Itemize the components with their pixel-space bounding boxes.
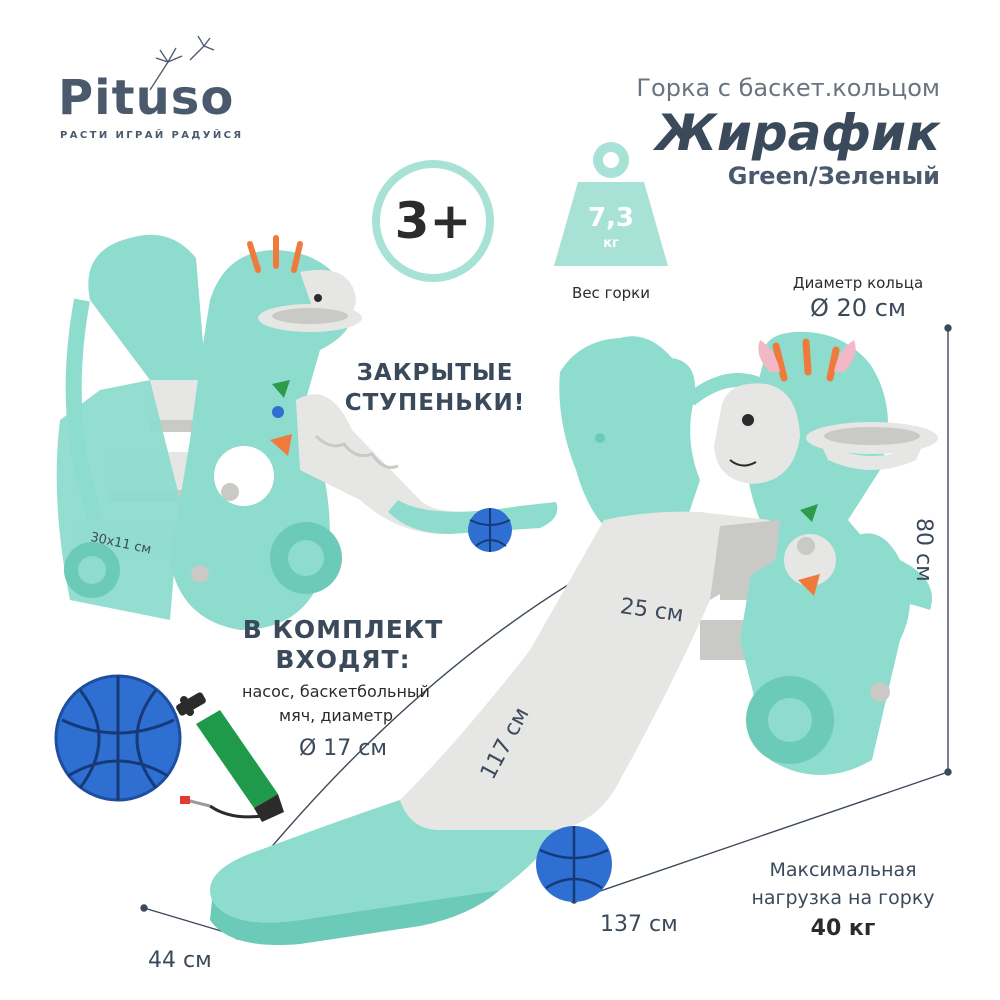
ring-diameter-caption: Диаметр кольца bbox=[792, 274, 924, 292]
kit-desc-line2: мяч, диаметр bbox=[279, 706, 393, 725]
max-load-caption: Максимальная нагрузка на горку bbox=[728, 856, 958, 912]
max-load-line1: Максимальная bbox=[769, 859, 917, 881]
large-slide-illustration bbox=[210, 331, 938, 945]
closed-steps-note: ЗАКРЫТЫЕ СТУПЕНЬКИ! bbox=[330, 358, 540, 418]
ring-diameter-value: Ø 20 см bbox=[810, 294, 906, 322]
depth-label: 44 см bbox=[148, 948, 212, 973]
closed-steps-line2: СТУПЕНЬКИ! bbox=[344, 390, 526, 416]
weight-value: 7,3 bbox=[587, 203, 635, 233]
brand-logo-text: Pituso bbox=[58, 70, 235, 126]
max-load-line2: нагрузка на горку bbox=[751, 887, 935, 909]
ball-diameter: Ø 17 см bbox=[299, 736, 387, 761]
kit-description: насос, баскетбольный мяч, диаметр bbox=[208, 680, 464, 728]
product-title: Жирафик bbox=[655, 104, 940, 162]
product-subtitle: Горка с баскет.кольцом bbox=[636, 74, 940, 102]
large-basketball bbox=[536, 826, 612, 902]
kit-title-line1: В КОМПЛЕКТ bbox=[242, 615, 444, 644]
height-label: 80 см bbox=[911, 518, 936, 582]
pump-icon bbox=[176, 692, 284, 822]
weight-caption: Вес горки bbox=[572, 284, 650, 302]
age-badge: 3+ bbox=[372, 160, 494, 282]
small-basketball bbox=[468, 508, 512, 552]
brand-tagline: РАСТИ ИГРАЙ РАДУЙСЯ bbox=[60, 130, 244, 141]
kit-title: В КОМПЛЕКТ ВХОДЯТ: bbox=[228, 615, 458, 675]
max-load-value: 40 кг bbox=[810, 916, 876, 941]
product-color: Green/Зеленый bbox=[727, 162, 940, 190]
kit-basketball bbox=[54, 674, 182, 802]
dandelion-icon bbox=[149, 35, 215, 91]
length-label: 137 см bbox=[600, 912, 678, 937]
kit-desc-line1: насос, баскетбольный bbox=[242, 682, 430, 701]
weight-unit: кг bbox=[603, 236, 619, 251]
kit-title-line2: ВХОДЯТ: bbox=[275, 645, 411, 674]
closed-steps-line1: ЗАКРЫТЫЕ bbox=[356, 360, 514, 386]
weight-icon bbox=[554, 142, 668, 266]
small-slide-illustration bbox=[56, 234, 558, 630]
